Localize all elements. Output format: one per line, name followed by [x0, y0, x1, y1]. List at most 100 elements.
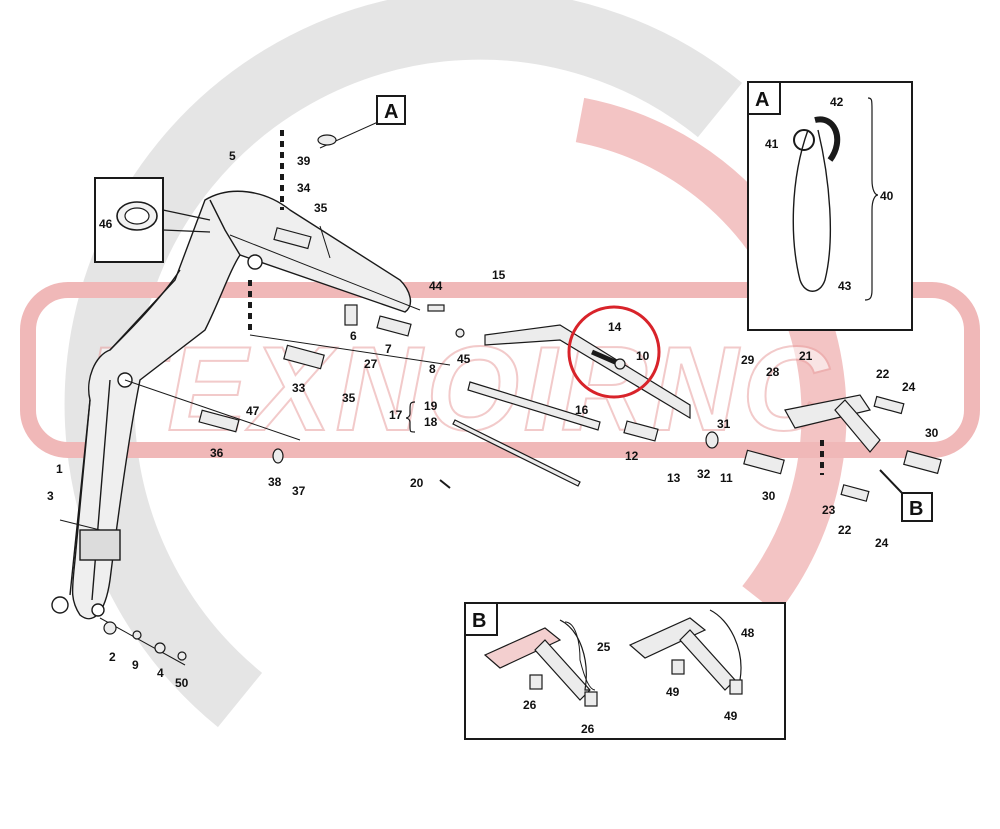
label-30: 30: [925, 426, 939, 440]
part-22b: [840, 484, 870, 502]
label-34: 34: [297, 181, 311, 195]
label-24: 24: [902, 380, 916, 394]
label-46: 46: [99, 217, 113, 231]
label-6: 6: [350, 329, 357, 343]
watermark: TEXNOIRNC: [20, 0, 980, 728]
label-19: 19: [424, 399, 438, 413]
part-labels: 1 2 3 4 5 6 7 8 9 10 11 12 13 14 15 16 1…: [47, 95, 939, 736]
label-49b: 49: [724, 709, 738, 723]
part-44: [427, 304, 445, 312]
label-10: 10: [636, 349, 650, 363]
label-33: 33: [292, 381, 306, 395]
part-2: [103, 621, 117, 635]
label-40: 40: [880, 189, 894, 203]
label-42: 42: [830, 95, 844, 109]
part-32: [705, 431, 719, 449]
label-3: 3: [47, 489, 54, 503]
brace-17: [405, 401, 416, 433]
part-38: [272, 448, 284, 464]
view-b-box-label: B: [472, 610, 486, 632]
part-21: [784, 394, 871, 429]
part-20: [439, 479, 451, 489]
watermark-frame: [20, 282, 980, 458]
label-14: 14: [608, 320, 622, 334]
label-2: 2: [109, 650, 116, 664]
label-45: 45: [457, 352, 471, 366]
label-37: 37: [292, 484, 306, 498]
label-26: 26: [523, 698, 537, 712]
label-9: 9: [132, 658, 139, 672]
highlight-part-14: [567, 305, 661, 399]
view-b-box: [464, 602, 786, 740]
part-18: [452, 419, 581, 487]
part-22: [873, 395, 905, 415]
label-7: 7: [385, 342, 392, 356]
label-48: 48: [741, 626, 755, 640]
label-11: 11: [720, 471, 733, 485]
label-36: 36: [210, 446, 224, 460]
part-4: [154, 642, 166, 654]
dashed-leaders: [248, 130, 824, 475]
label-17: 17: [389, 408, 403, 422]
part-50: [177, 651, 187, 661]
label-31: 31: [717, 417, 731, 431]
callout-tags: [376, 95, 933, 522]
label-28: 28: [766, 365, 780, 379]
label-29: 29: [741, 353, 755, 367]
label-26b: 26: [581, 722, 595, 736]
label-47: 47: [246, 404, 260, 418]
part-9: [132, 630, 142, 640]
boom-arm: [51, 190, 412, 620]
part-36: [198, 409, 240, 433]
label-8: 8: [429, 362, 436, 376]
label-12: 12: [625, 449, 639, 463]
label-43: 43: [838, 279, 852, 293]
thin-leaders: [59, 121, 451, 666]
part-12: [623, 420, 659, 442]
part-34: [273, 227, 312, 250]
label-39: 39: [297, 154, 311, 168]
label-41: 41: [765, 137, 779, 151]
label-13: 13: [667, 471, 681, 485]
label-22: 22: [876, 367, 890, 381]
part-6: [344, 304, 358, 326]
part-30-pin: [743, 449, 785, 475]
label-4: 4: [157, 666, 164, 680]
part-16: [467, 381, 601, 431]
label-49: 49: [666, 685, 680, 699]
label-50: 50: [175, 676, 189, 690]
label-16: 16: [575, 403, 589, 417]
label-21: 21: [799, 349, 813, 363]
part-21-link: [834, 399, 881, 453]
tag-a-label: A: [384, 101, 398, 123]
part-7: [376, 315, 412, 337]
part-39: [317, 134, 337, 146]
brace-25: [564, 621, 596, 691]
label-35b: 35: [342, 391, 356, 405]
label-30b: 30: [762, 489, 776, 503]
parts: [103, 134, 942, 661]
part-33: [283, 344, 325, 370]
part-45: [455, 328, 465, 338]
label-18: 18: [424, 415, 438, 429]
label-32: 32: [697, 467, 711, 481]
label-27: 27: [364, 357, 378, 371]
label-5: 5: [229, 149, 236, 163]
part-10: [484, 324, 691, 420]
label-20: 20: [410, 476, 424, 490]
label-1: 1: [56, 462, 63, 476]
view-a-box: [747, 81, 913, 331]
tag-b-label: B: [909, 498, 923, 520]
label-38: 38: [268, 475, 282, 489]
watermark-text: TEXNOIRNC: [90, 322, 833, 456]
watermark-gear-arc: [64, 0, 743, 728]
part-30b-pin: [903, 450, 942, 475]
label-24b: 24: [875, 536, 889, 550]
label-22b: 22: [838, 523, 852, 537]
label-25: 25: [597, 640, 611, 654]
label-35: 35: [314, 201, 328, 215]
label-15: 15: [492, 268, 506, 282]
view-a-box-label: A: [755, 89, 769, 111]
